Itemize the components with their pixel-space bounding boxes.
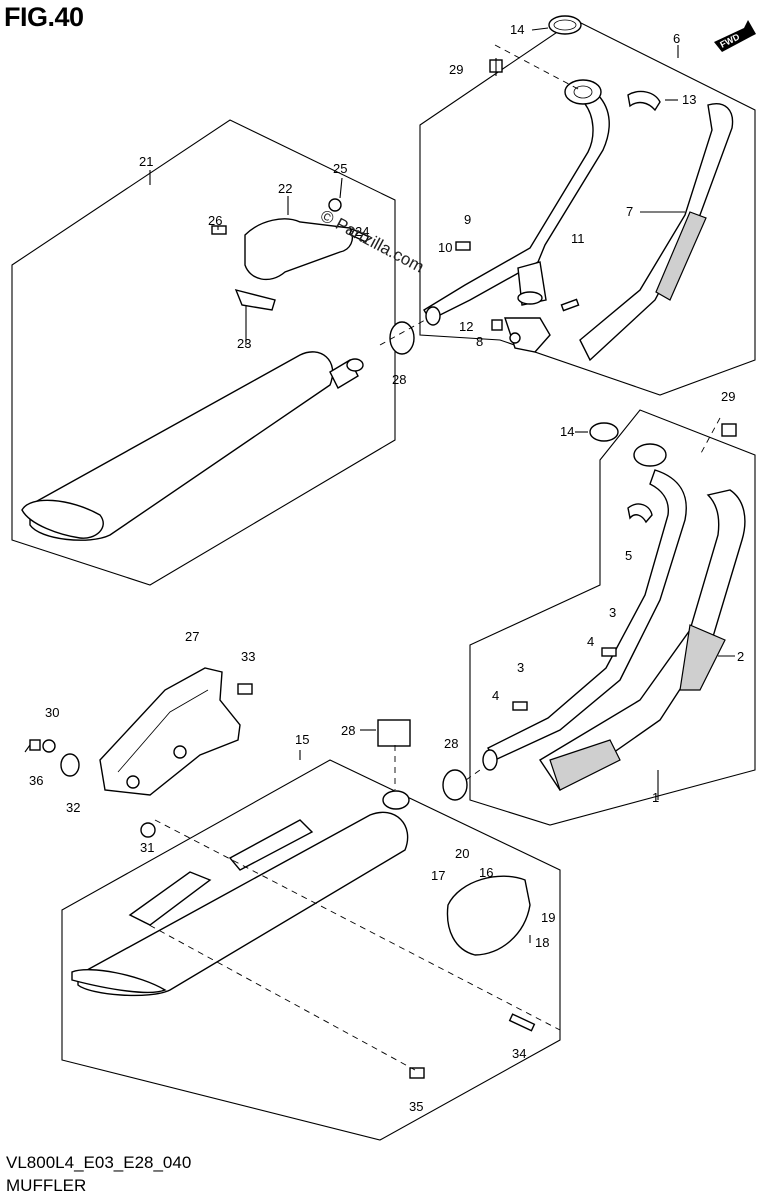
washer-31 <box>140 822 156 838</box>
callout-24: 24 <box>355 224 369 239</box>
bolt-top <box>489 58 503 76</box>
front-heat-shield <box>579 103 734 362</box>
callout-4b: 4 <box>492 688 499 703</box>
callout-7: 7 <box>626 204 633 219</box>
diagram-code: VL800L4_E03_E28_040 <box>6 1153 192 1172</box>
callout-17: 17 <box>431 868 445 883</box>
bolt-26 <box>211 225 227 235</box>
callout-34: 34 <box>512 1046 526 1061</box>
bolt-11 <box>560 298 580 312</box>
callout-5: 5 <box>625 548 632 563</box>
clamp-rear <box>627 503 653 524</box>
callout-labels: 1 2 3 3 4 4 5 6 7 8 9 10 11 12 13 14 14 … <box>29 22 744 1114</box>
nut-36 <box>29 739 41 751</box>
callout-26: 26 <box>208 213 222 228</box>
callout-19: 19 <box>541 910 555 925</box>
rear-muffler <box>71 790 410 997</box>
callout-2: 2 <box>737 649 744 664</box>
callout-10: 10 <box>438 240 452 255</box>
gasket-rear <box>589 422 619 442</box>
bolt-29-rear <box>721 423 737 437</box>
bracket-10 <box>455 241 471 251</box>
callout-13: 13 <box>682 92 696 107</box>
bolt-34 <box>508 1013 536 1032</box>
grommet-28-rear <box>442 769 468 801</box>
bolt-24 <box>348 227 370 243</box>
callout-6: 6 <box>673 31 680 46</box>
callout-28b: 28 <box>392 372 406 387</box>
front-exhaust-pipe <box>423 79 610 353</box>
gasket-top <box>548 15 582 35</box>
callout-22: 22 <box>278 181 292 196</box>
rear-exhaust-pipe <box>482 443 746 791</box>
callout-28c: 28 <box>444 736 458 751</box>
washer-30 <box>42 739 56 753</box>
callout-35: 35 <box>409 1099 423 1114</box>
callout-33: 33 <box>241 649 255 664</box>
callout-36: 36 <box>29 773 43 788</box>
callout-21: 21 <box>139 154 153 169</box>
muffler-bracket <box>99 667 241 796</box>
diagram-name: MUFFLER <box>6 1176 87 1195</box>
callout-8: 8 <box>476 334 483 349</box>
muffler-cover <box>446 875 531 956</box>
callout-14a: 14 <box>510 22 524 37</box>
callout-23: 23 <box>237 336 251 351</box>
grommet-28-top <box>377 719 411 747</box>
callout-3b: 3 <box>517 660 524 675</box>
nut-12 <box>491 319 503 331</box>
bushing-32 <box>60 753 80 777</box>
callout-16: 16 <box>479 865 493 880</box>
gasket-top-inner <box>553 19 577 31</box>
callout-32: 32 <box>66 800 80 815</box>
figure-title: FIG.40 <box>4 2 84 32</box>
frame-front-muffler <box>11 119 396 586</box>
callout-18: 18 <box>535 935 549 950</box>
callout-11: 11 <box>571 231 585 246</box>
callout-14b: 14 <box>560 424 574 439</box>
callout-9: 9 <box>464 212 471 227</box>
bracket-3a <box>601 647 617 657</box>
fwd-arrow-icon: FWD <box>714 20 756 52</box>
frame-front-exhaust <box>419 19 756 396</box>
callout-27: 27 <box>185 629 199 644</box>
bolt-33 <box>237 683 253 695</box>
callout-12: 12 <box>459 319 473 334</box>
frame-rear-exhaust <box>469 409 756 826</box>
callout-30: 30 <box>45 705 59 720</box>
callout-15: 15 <box>295 732 309 747</box>
clamp-front <box>627 90 661 112</box>
callout-25: 25 <box>333 161 347 176</box>
leader-lines <box>24 27 735 943</box>
bracket-3b <box>512 701 528 711</box>
frame-rear-muffler <box>61 759 561 1141</box>
callout-20: 20 <box>455 846 469 861</box>
callout-1: 1 <box>652 790 659 805</box>
grommet-28-front <box>389 321 415 355</box>
nut-25 <box>328 198 342 212</box>
front-muffler <box>21 351 364 541</box>
washer-8 <box>509 332 521 344</box>
callout-31: 31 <box>140 840 154 855</box>
bolt-35 <box>409 1067 425 1079</box>
callout-29a: 29 <box>449 62 463 77</box>
callout-3a: 3 <box>609 605 616 620</box>
callout-29b: 29 <box>721 389 735 404</box>
callout-28a: 28 <box>341 723 355 738</box>
callout-4a: 4 <box>587 634 594 649</box>
